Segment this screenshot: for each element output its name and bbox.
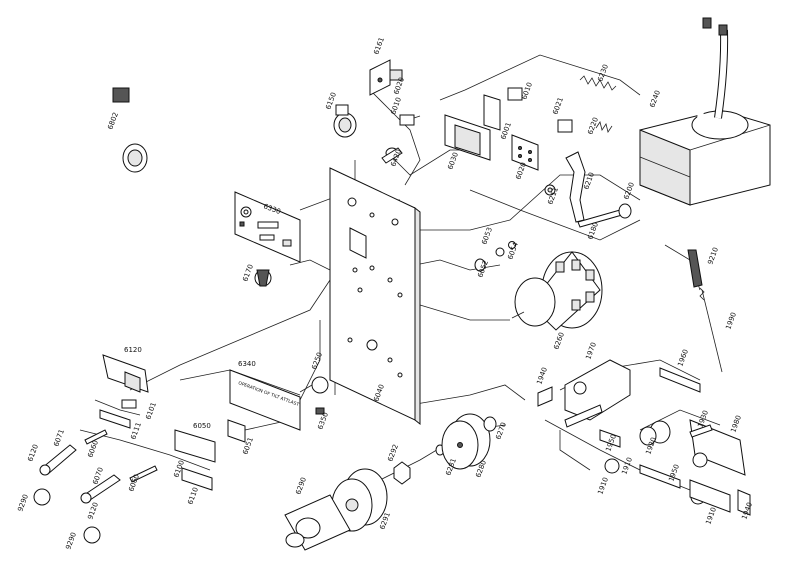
part-label-6060b: 6060 <box>127 473 141 492</box>
part-label-1970: 1970 <box>584 341 598 360</box>
part-label-6220: 6220 <box>586 116 600 135</box>
part-label-6010: 6010 <box>389 96 403 115</box>
washer-parts <box>474 241 516 272</box>
part-label-6240: 6240 <box>648 89 662 108</box>
right-bracket-assembly <box>537 359 751 516</box>
part-label-6010b: 6010 <box>520 81 534 100</box>
part-label-6111: 6111 <box>129 421 143 440</box>
center-bracket-part <box>444 87 539 171</box>
part-label-9210: 9210 <box>706 246 720 265</box>
spring-parts <box>557 75 617 133</box>
part-label-6071: 6071 <box>52 428 66 447</box>
part-label-6290: 6290 <box>294 476 308 495</box>
part-label-6260: 6260 <box>552 331 566 350</box>
part-label-9290b: 9290 <box>64 531 78 550</box>
part-label-6292: 6292 <box>386 443 400 462</box>
motor-part <box>511 251 603 331</box>
micro-switch-part <box>381 114 421 164</box>
part-label-6030: 6030 <box>446 151 460 170</box>
part-label-1990: 1990 <box>724 311 738 330</box>
lever-handle-part <box>687 249 723 373</box>
pivot-arm-parts <box>33 429 158 544</box>
control-panel-part <box>234 191 301 263</box>
part-label-1910c: 1910 <box>704 506 718 525</box>
main-mounting-plate <box>329 167 421 426</box>
lever-and-shaft-parts <box>544 151 632 228</box>
lower-bracket-assembly <box>174 419 246 491</box>
part-label-6053: 6053 <box>480 226 494 245</box>
part-label-9290: 9290 <box>16 493 30 512</box>
part-label-6120b: 6120 <box>26 443 40 462</box>
part-label-6200: 6200 <box>622 181 636 200</box>
rotary-knob-part <box>333 104 357 138</box>
part-label-6250: 6250 <box>310 351 324 370</box>
part-label-1940: 1940 <box>535 366 549 385</box>
part-label-6110: 6110 <box>186 486 200 505</box>
part-label-6170: 6170 <box>241 263 255 282</box>
part-label-6230: 6230 <box>596 63 610 82</box>
part-label-1910b: 1910 <box>596 476 610 495</box>
part-label-6161: 6161 <box>372 36 386 55</box>
label-plate-part: OPERATION OF TILT ATTLAST <box>229 369 301 431</box>
toggle-switch-part <box>299 376 329 415</box>
part-label-9120: 9120 <box>86 501 100 520</box>
transformer-part <box>639 17 771 206</box>
part-label-6802: 6802 <box>106 111 120 130</box>
part-label-1980: 1980 <box>729 414 743 433</box>
part-label-6021: 6021 <box>551 96 565 115</box>
part-label-6120: 6120 <box>124 346 142 354</box>
switch-bracket-part <box>369 59 403 96</box>
drum-assembly <box>393 413 497 485</box>
part-label-6001: 6001 <box>499 121 513 140</box>
left-bracket-assembly <box>99 354 149 429</box>
part-label-1960: 1960 <box>676 348 690 367</box>
connector-cable-part <box>112 87 163 173</box>
part-label-6340: 6340 <box>238 360 256 368</box>
part-label-6050: 6050 <box>193 422 211 430</box>
pulley-assembly <box>284 468 388 551</box>
part-label-6020b: 6020 <box>514 161 528 180</box>
selector-knob-part <box>254 269 272 287</box>
part-number-labels: 6802616161506020601064206330617060106001… <box>16 36 754 550</box>
part-label-6101: 6101 <box>144 401 158 420</box>
